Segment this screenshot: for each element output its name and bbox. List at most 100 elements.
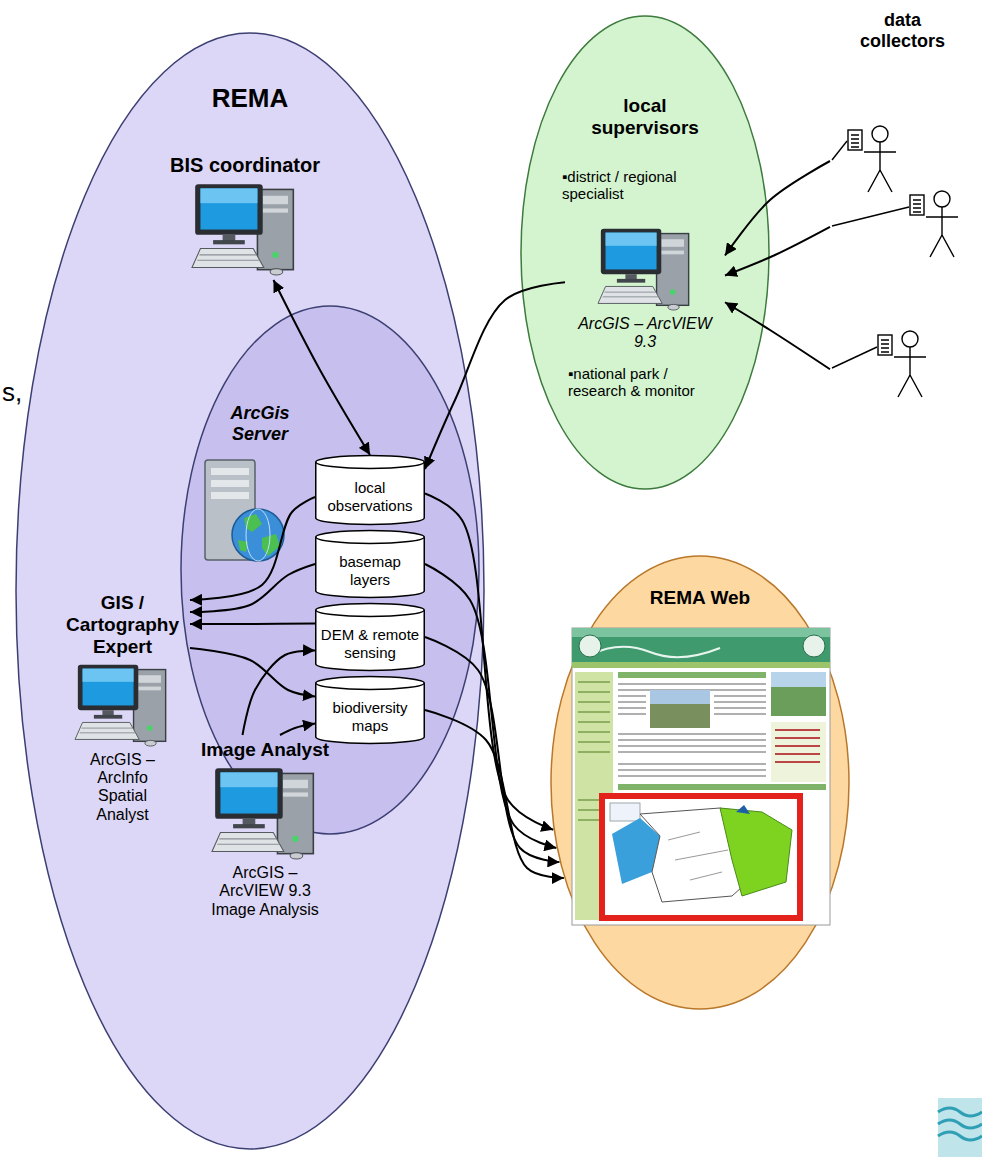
monitor-frame <box>195 184 263 235</box>
screen-glare <box>605 233 656 246</box>
server-icon <box>205 460 284 561</box>
content-text <box>618 684 766 776</box>
connector-arrow <box>725 227 830 276</box>
bullet-item: ▪national park / research & monitor <box>568 365 722 400</box>
figure-body <box>926 207 958 257</box>
drive-bay <box>661 239 684 247</box>
database-cylinder: basemap layers <box>315 530 425 598</box>
logo-waves <box>938 1108 982 1140</box>
cylinder-lid <box>316 677 425 690</box>
group-title: REMA Web <box>630 587 770 609</box>
content-heading <box>618 672 766 678</box>
text-slot: ArcGIS – ArcVIEW 9.3 <box>565 315 725 352</box>
region-ellipse: REMA BIS coordinatorArcGis Server local ob… <box>15 32 485 1150</box>
role-title: Image Analyst <box>190 739 340 761</box>
role-title: BIS coordinator <box>150 154 340 177</box>
group-title: data collectors <box>840 10 965 51</box>
field-sheet-lines <box>851 135 859 147</box>
map-borders <box>668 832 728 880</box>
keyboard-keys <box>217 839 279 844</box>
field-sheet-lines <box>913 200 921 212</box>
connector-arrow <box>190 648 315 696</box>
database-label: local observations <box>319 479 421 514</box>
drive-bay <box>661 251 684 255</box>
software-label: ArcGIS – ArcInfo Spatial Analyst <box>75 751 170 825</box>
drive-bay <box>139 675 162 683</box>
mouse <box>270 269 283 275</box>
corner-logo <box>938 1098 982 1157</box>
header-emblem <box>579 635 601 657</box>
monitor-base <box>233 824 265 828</box>
photo-sky <box>771 672 826 687</box>
monitor-frame <box>78 664 138 709</box>
cylinder-body <box>316 462 425 525</box>
computer-icon <box>75 662 169 747</box>
text-slot: s, <box>2 378 42 408</box>
power-light <box>292 836 298 842</box>
fragment-label: s, <box>2 378 42 408</box>
cylinder-lid <box>316 456 425 469</box>
keyboard-keys <box>197 255 259 260</box>
side-list <box>771 722 826 782</box>
screen-glare <box>201 188 258 203</box>
power-light <box>670 289 676 295</box>
map-region <box>720 808 792 896</box>
keyboard <box>212 832 284 851</box>
tower-case <box>134 669 166 741</box>
keyboard-keys <box>602 292 658 297</box>
cylinder-body <box>316 610 425 671</box>
monitor-frame <box>215 768 283 819</box>
connector-arrow <box>280 724 315 735</box>
keyboard <box>192 249 264 268</box>
monitor-screen <box>83 668 134 705</box>
cylinder-body <box>316 683 425 744</box>
keyboard <box>75 722 139 739</box>
monitor-frame <box>601 229 661 274</box>
text-slot: data collectors <box>840 10 965 51</box>
connector-arrow <box>190 622 315 625</box>
group-title: local supervisors <box>580 95 710 139</box>
cylinder-lid <box>316 604 425 617</box>
monitor-screen <box>221 772 278 813</box>
database-cylinder: biodiversity maps <box>315 676 425 744</box>
ellipse-outline <box>16 33 484 1149</box>
page-header <box>572 628 830 662</box>
field-sheet <box>848 130 862 150</box>
photo-sky <box>650 690 710 704</box>
monitor-base <box>213 240 245 244</box>
content-heading <box>618 784 826 790</box>
text-slot: ArcGIS – ArcVIEW 9.3 Image Analysis <box>208 864 323 919</box>
page-background <box>572 628 830 925</box>
figure-head <box>902 331 918 347</box>
map-frame <box>602 796 800 918</box>
power-light <box>272 252 278 258</box>
server-title: ArcGis Server <box>220 403 300 444</box>
monitor-screen <box>201 188 258 229</box>
computer-node: GIS / Cartography ExpertArcGIS – ArcInfo… <box>55 588 190 828</box>
computer-node: BIS coordinator <box>150 150 340 280</box>
bullet-item: ▪district / regional specialist <box>562 168 722 203</box>
figure-head <box>872 126 888 142</box>
connector-arrow <box>425 710 564 878</box>
drive-bay <box>263 196 288 204</box>
keyboard <box>598 286 662 303</box>
computer-node: ArcGIS – ArcVIEW 9.3 <box>565 222 725 356</box>
connector-arrow <box>190 564 315 612</box>
connector-arrow <box>425 637 559 862</box>
connector-arrow <box>725 302 830 369</box>
text-slot: REMA Web <box>630 587 770 609</box>
cylinder-lid <box>316 531 425 544</box>
connector-arrow <box>425 494 553 830</box>
monitor-base <box>617 279 645 283</box>
text-slot: REMA <box>185 84 315 114</box>
software-label: ArcGIS – ArcVIEW 9.3 <box>565 315 725 352</box>
text-slot: local observations <box>319 479 421 514</box>
text-slot: biodiversity maps <box>319 699 421 734</box>
text-slot: ArcGIS – ArcInfo Spatial Analyst <box>75 751 170 825</box>
role-title: GIS / Cartography Expert <box>55 592 190 658</box>
map-lake <box>736 805 750 814</box>
mouse <box>290 852 303 858</box>
